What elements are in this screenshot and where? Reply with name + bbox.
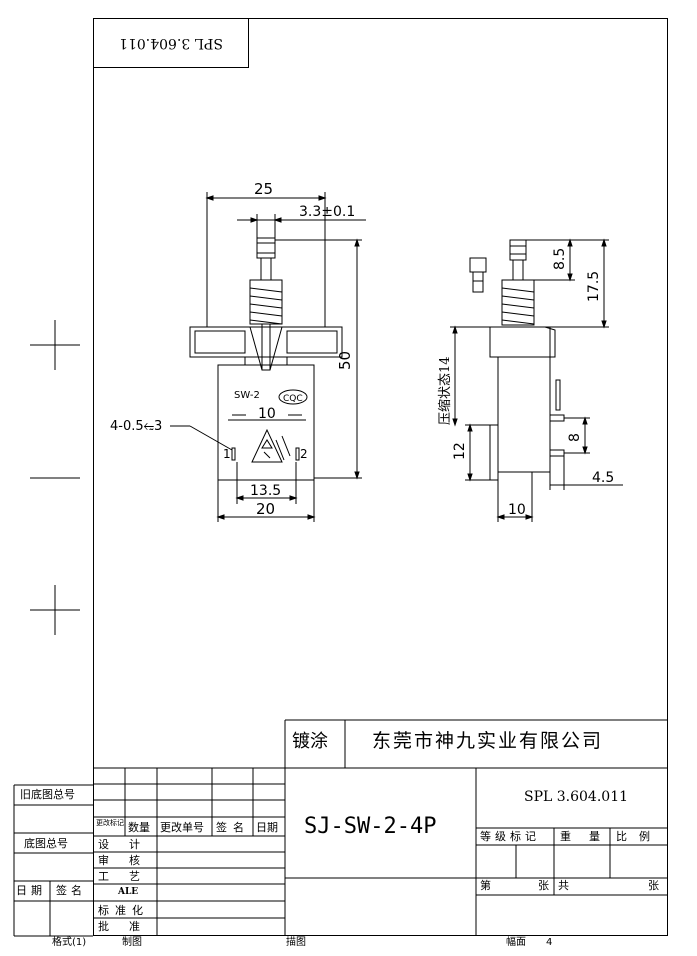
- dim-stem-tolerance: 3.3±0.1: [299, 204, 355, 220]
- ale-label: ALE: [118, 887, 139, 897]
- dim-side-175: 17.5: [586, 271, 602, 302]
- rev-mark-header: 更改标记: [96, 819, 124, 827]
- part-cert-mark: CQC: [283, 394, 303, 404]
- stamp-box: SPL 3.604.011: [93, 18, 249, 68]
- process-label: 工艺: [98, 870, 160, 883]
- rev-docno-header: 更改单号: [160, 821, 204, 834]
- review-label: 审核: [98, 854, 160, 867]
- base-no-label: 底图总号: [24, 837, 68, 850]
- rev-qty-header: 数量: [128, 821, 150, 834]
- sheet-unit: 张: [538, 879, 549, 892]
- part-pin1-mark: 1: [223, 447, 231, 461]
- approve-label: 批准: [98, 920, 160, 933]
- date-label: 日期: [16, 884, 46, 897]
- footer-format: 格式(1): [52, 937, 87, 948]
- dim-side-85: 8.5: [552, 248, 568, 270]
- part-model-mark: SW-2: [234, 390, 260, 401]
- dim-hole-spec: 4-0.5⥳3: [110, 419, 162, 434]
- dim-side-45: 4.5: [592, 470, 614, 486]
- dim-overall-width: 25: [254, 180, 273, 198]
- old-base-no-label: 旧底图总号: [20, 788, 75, 801]
- weight-label: 重量: [560, 830, 618, 843]
- doc-code: SPL 3.604.011: [524, 789, 629, 805]
- dim-side-10: 10: [508, 502, 526, 518]
- rev-sign-header: 签名: [216, 821, 250, 834]
- total-unit: 张: [648, 879, 659, 892]
- scale-label: 比例: [616, 830, 662, 843]
- standard-label: 标准化: [98, 904, 149, 917]
- dim-body-width: 20: [256, 500, 275, 518]
- dim-side-12: 12: [452, 442, 468, 460]
- dim-pin-pitch: 13.5: [250, 483, 281, 499]
- grade-label: 等级标记: [480, 830, 540, 843]
- company-name: 东莞市神九实业有限公司: [372, 730, 604, 752]
- dim-height: 50: [336, 351, 354, 370]
- rev-date-header: 日期: [256, 821, 278, 834]
- footer-drawn: 制图: [122, 937, 142, 948]
- coating-label: 镀涂: [292, 731, 328, 752]
- sign-label: 签名: [56, 884, 86, 897]
- sheet-label: 第: [480, 879, 491, 892]
- footer-size-value: 4: [546, 937, 553, 948]
- footer-size-label: 幅面: [506, 937, 526, 948]
- dim-inner-width: 10: [258, 406, 276, 422]
- technical-drawing: 25 3.3±0.1 50 4-0.5⥳3 10 13.5 20 SW-2 CQ…: [110, 180, 623, 522]
- part-pin2-mark: 2: [300, 447, 308, 461]
- drawing-border: [93, 18, 668, 936]
- design-label: 设计: [98, 838, 160, 851]
- registration-marks: [30, 320, 80, 635]
- part-number: SJ-SW-2-4P: [304, 814, 437, 839]
- dim-side-compressed: 压缩状态14: [437, 356, 453, 425]
- dim-side-8: 8: [567, 433, 583, 442]
- footer-traced: 描图: [286, 937, 306, 948]
- total-label: 共: [558, 879, 569, 892]
